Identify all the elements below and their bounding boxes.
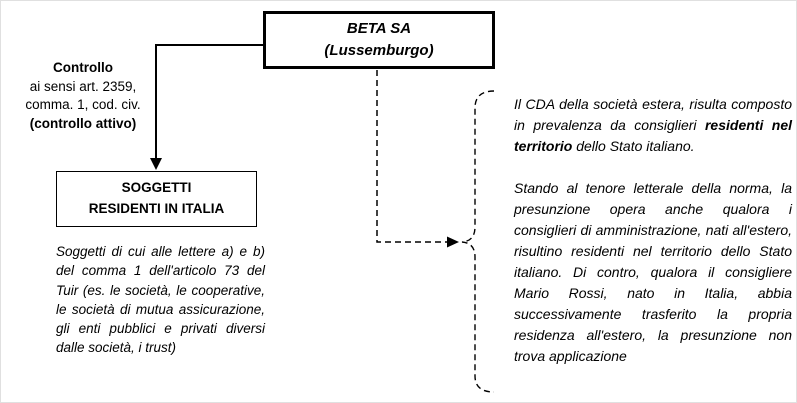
cda-note-paragraph-1: Il CDA della società estera, risulta com…	[514, 94, 792, 157]
beta-sa-country: (Lussemburgo)	[324, 42, 434, 59]
controllo-connector-line	[155, 44, 263, 159]
controllo-caption-title: Controllo	[53, 60, 113, 75]
dashed-brace	[461, 90, 495, 393]
controllo-caption-line4: (controllo attivo)	[29, 115, 137, 131]
beta-sa-box: BETA SA (Lussemburgo)	[263, 11, 495, 69]
controllo-caption-line3: comma. 1, cod. civ.	[25, 97, 141, 113]
controllo-caption: Controllo ai sensi art. 2359, comma. 1, …	[5, 59, 161, 134]
beta-sa-name: BETA SA	[346, 20, 412, 38]
cda-note-paragraph-2: Stando al tenore letterale della norma, …	[514, 180, 792, 364]
soggetti-note: Soggetti di cui alle lettere a) e b) del…	[56, 244, 265, 356]
soggetti-box-line1: SOGGETTI	[121, 180, 192, 196]
controllo-caption-line2: ai sensi art. 2359,	[29, 78, 137, 94]
cda-connector-dashed-line	[376, 70, 447, 243]
cda-note-p1-before: Il CDA della società estera, risulta com…	[514, 96, 792, 133]
cda-arrowhead-right	[447, 236, 459, 248]
soggetti-box-line2: RESIDENTI IN ITALIA	[88, 201, 225, 216]
soggetti-residenti-box: SOGGETTI RESIDENTI IN ITALIA	[56, 171, 257, 227]
cda-note: Il CDA della società estera, risulta com…	[514, 94, 792, 367]
cda-note-p1-after: dello Stato italiano.	[572, 138, 695, 154]
cda-note-p1-bold: residenti nel territorio	[514, 117, 793, 154]
controllo-arrowhead-down	[150, 158, 162, 170]
